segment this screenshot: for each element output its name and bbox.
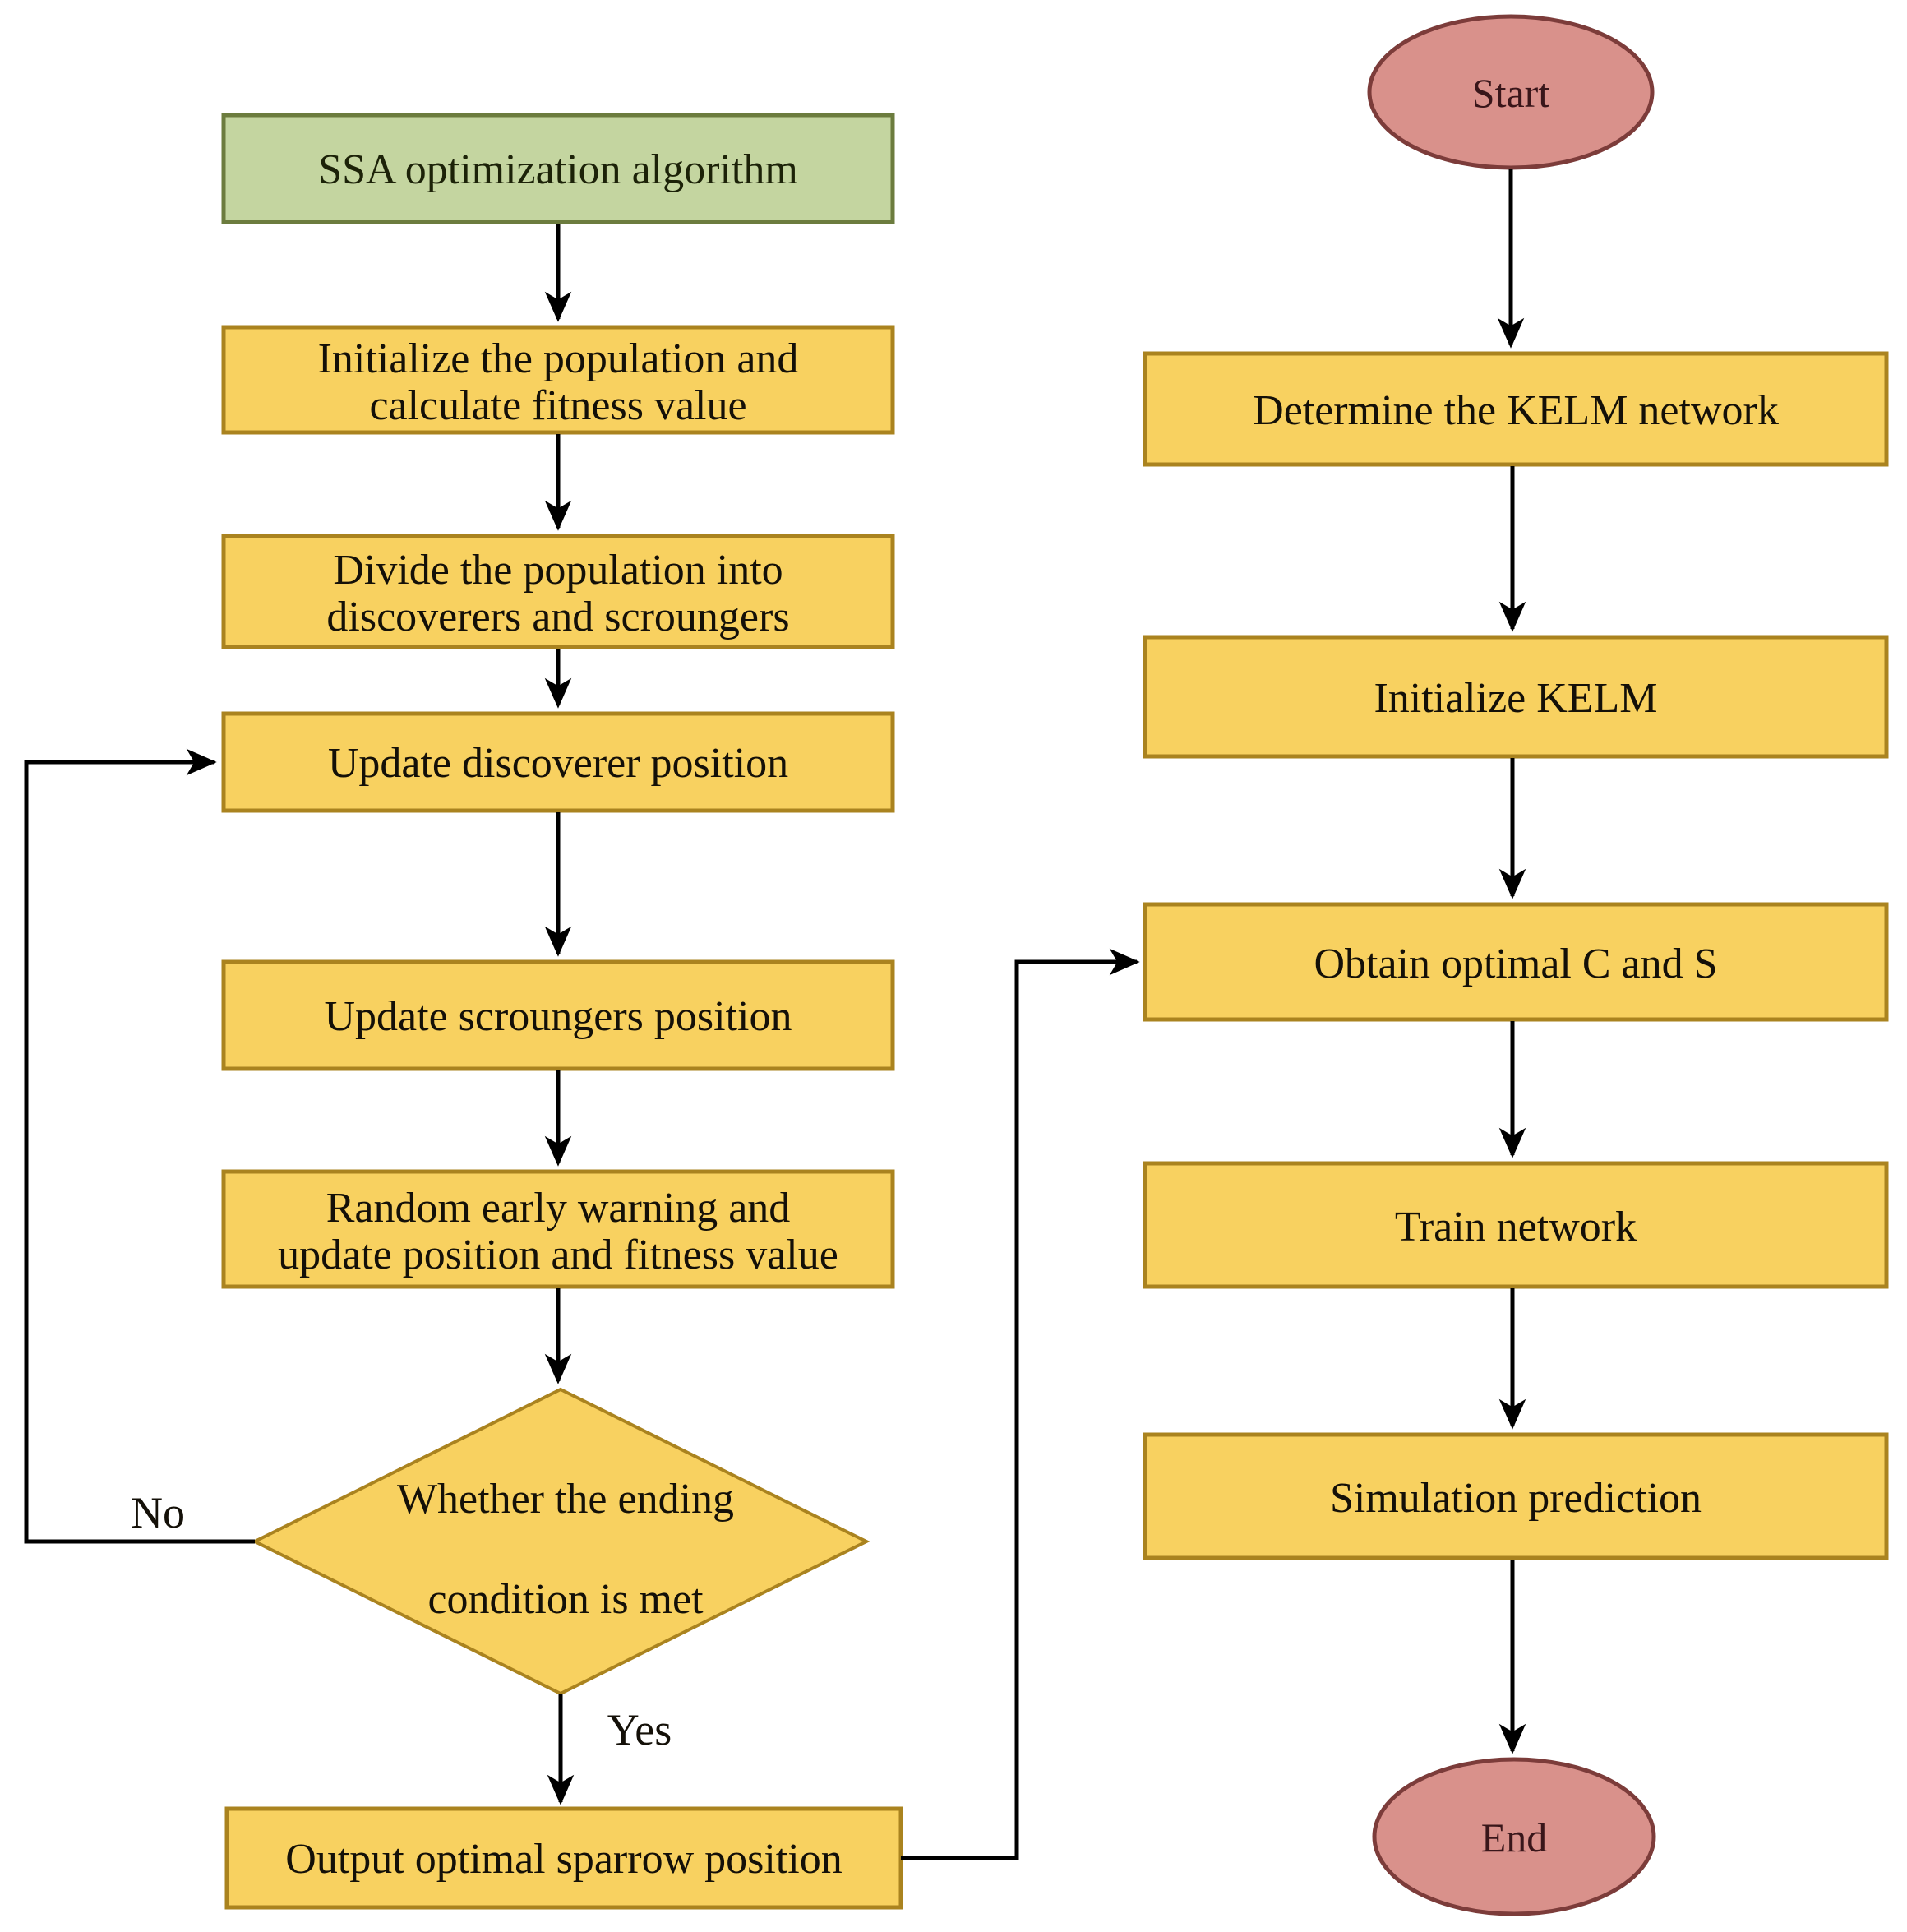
no-branch-label: No (131, 1488, 185, 1537)
train-network-box (1143, 1161, 1889, 1289)
update-scroungers-label: Update scroungers position (324, 993, 792, 1040)
start-terminal (1367, 14, 1655, 170)
end-terminal (1372, 1757, 1656, 1916)
simulation-prediction-label: Simulation prediction (1330, 1475, 1702, 1522)
initialize-population-box (221, 325, 895, 435)
ending-condition-diamond (251, 1387, 870, 1696)
yes-branch-label: Yes (607, 1705, 672, 1754)
ending-condition-line2: condition is met (427, 1576, 704, 1623)
output-to-obtain-connector (901, 948, 1140, 1860)
divide-population-box (221, 534, 895, 649)
update-discoverer-box (221, 711, 895, 813)
end-label: End (1481, 1814, 1548, 1860)
initialize-population-line1: Initialize the population and (318, 335, 799, 382)
ssa-title-label: SSA optimization algorithm (318, 146, 798, 193)
ssa-title-box (221, 113, 895, 224)
simulation-prediction-box (1143, 1432, 1889, 1560)
output-sparrow-label: Output optimal sparrow position (285, 1836, 842, 1883)
ending-condition-line1: Whether the ending (397, 1476, 734, 1523)
obtain-optimal-label: Obtain optimal C and S (1314, 941, 1717, 987)
update-discoverer-label: Update discoverer position (328, 740, 788, 787)
divide-population-line2: discoverers and scroungers (326, 594, 789, 640)
random-warning-line2: update position and fitness value (278, 1232, 838, 1278)
train-network-label: Train network (1395, 1204, 1637, 1250)
random-warning-box (221, 1169, 895, 1289)
no-feedback-connector (24, 748, 255, 1544)
divide-population-line1: Divide the population into (333, 547, 783, 594)
obtain-optimal-box (1143, 902, 1889, 1022)
initialize-kelm-label: Initialize KELM (1374, 675, 1657, 722)
determine-kelm-label: Determine the KELM network (1253, 387, 1779, 434)
start-label: Start (1472, 70, 1550, 116)
initialize-population-line2: calculate fitness value (369, 382, 746, 429)
determine-kelm-box (1143, 351, 1889, 467)
update-scroungers-box (221, 959, 895, 1071)
initialize-kelm-box (1143, 635, 1889, 759)
random-warning-line1: Random early warning and (326, 1185, 791, 1232)
